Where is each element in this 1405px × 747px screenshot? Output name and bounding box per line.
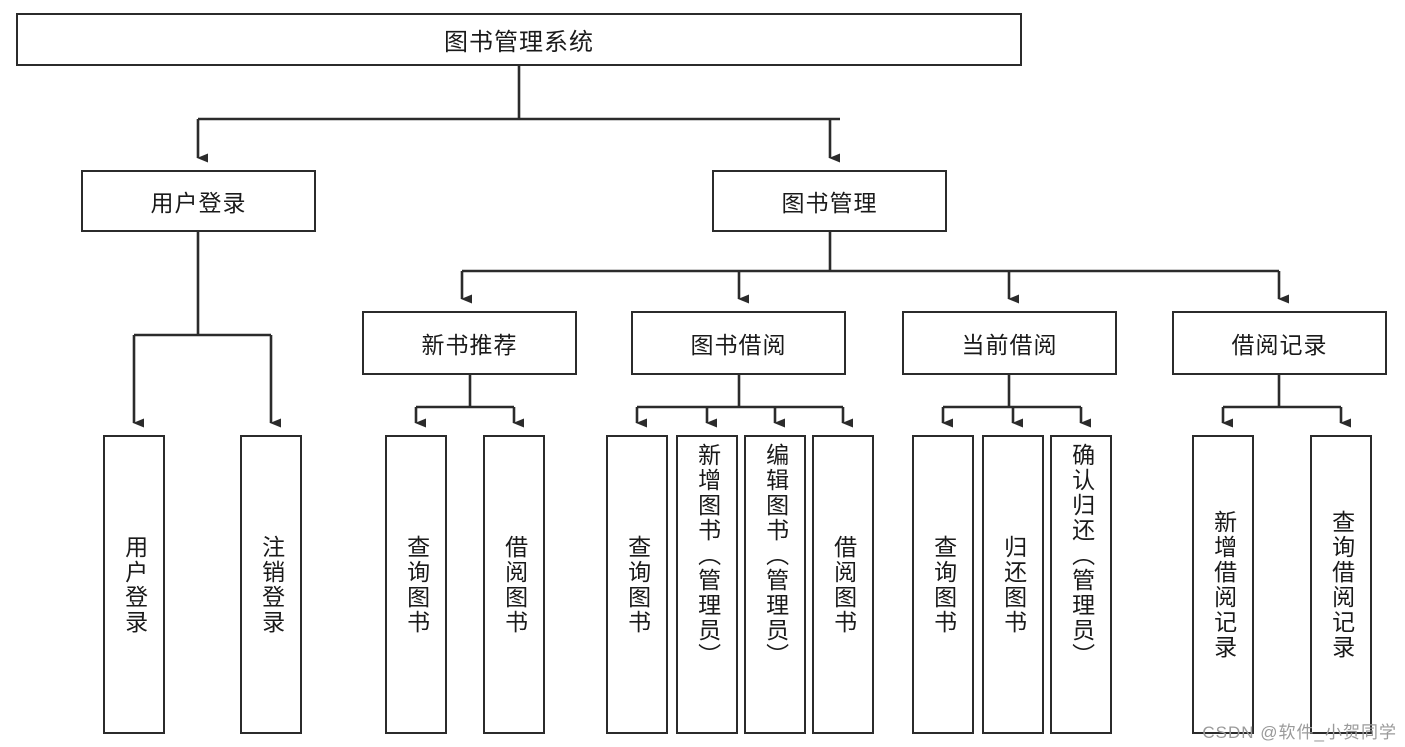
leaf-query-book[interactable]: 查询图书 [606, 435, 668, 734]
leaf-add-borrow-record[interactable]: 新增借阅记录 [1192, 435, 1254, 734]
node-borrow-record[interactable]: 借阅记录 [1172, 311, 1387, 375]
leaf-borrow-book[interactable]: 借阅图书 [812, 435, 874, 734]
leaf-edit-book-admin[interactable]: 编辑图书（管理员） [744, 435, 806, 734]
leaf-borrow-book-recommend[interactable]: 借阅图书 [483, 435, 545, 734]
leaf-user-login[interactable]: 用户登录 [103, 435, 165, 734]
node-book-borrow[interactable]: 图书借阅 [631, 311, 846, 375]
node-current-borrow[interactable]: 当前借阅 [902, 311, 1117, 375]
leaf-query-book-current[interactable]: 查询图书 [912, 435, 974, 734]
node-book-manage[interactable]: 图书管理 [712, 170, 947, 232]
leaf-user-logout[interactable]: 注销登录 [240, 435, 302, 734]
leaf-query-book-recommend[interactable]: 查询图书 [385, 435, 447, 734]
node-user-login[interactable]: 用户登录 [81, 170, 316, 232]
leaf-confirm-return-admin[interactable]: 确认归还（管理员） [1050, 435, 1112, 734]
leaf-add-book-admin[interactable]: 新增图书（管理员） [676, 435, 738, 734]
leaf-return-book[interactable]: 归还图书 [982, 435, 1044, 734]
leaf-query-borrow-record[interactable]: 查询借阅记录 [1310, 435, 1372, 734]
node-new-book-recommend[interactable]: 新书推荐 [362, 311, 577, 375]
node-root[interactable]: 图书管理系统 [16, 13, 1022, 66]
